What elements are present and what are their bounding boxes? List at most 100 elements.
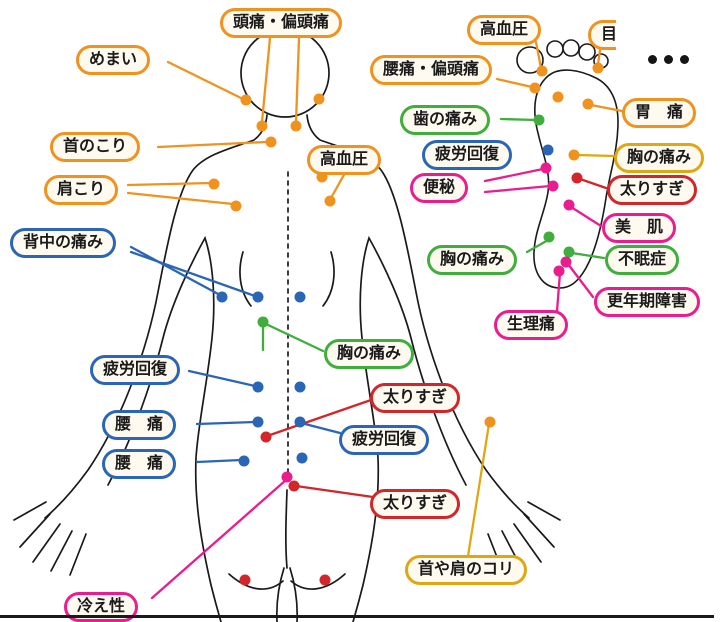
pressure-point-dot <box>281 471 293 483</box>
pressure-point-dot <box>208 178 220 190</box>
connector-line <box>589 103 624 113</box>
pressure-point-dot <box>324 195 336 207</box>
connector-line <box>329 171 347 200</box>
pressure-point-dot <box>230 200 242 212</box>
connectors-and-points <box>126 36 624 600</box>
connector-line <box>555 271 562 313</box>
connector-line <box>166 60 245 101</box>
connector-line <box>294 36 301 124</box>
menu-dot <box>663 55 673 64</box>
label-dizziness: めまい <box>76 45 151 75</box>
toe <box>546 40 564 58</box>
label-fatigue-recovery-left: 疲労回復 <box>90 355 181 385</box>
pressure-point-dot <box>582 98 594 110</box>
pressure-point-dot <box>571 172 583 184</box>
pressure-point-dot <box>529 82 541 94</box>
connector-line <box>126 191 235 206</box>
toe <box>562 39 580 57</box>
pressure-point-dot <box>568 149 580 161</box>
label-cold-sensitivity: 冷え性 <box>64 592 139 622</box>
pressure-point-dot <box>552 91 564 103</box>
connector-line <box>260 36 272 124</box>
connector-line <box>150 478 288 600</box>
label-toothache: 歯の痛み <box>400 105 491 135</box>
label-backpain-migraine-foot: 腰痛・偏頭痛 <box>370 55 493 85</box>
cleft-line <box>284 489 288 569</box>
pressure-point-dot <box>294 291 306 303</box>
label-high-blood-pressure-foot: 高血圧 <box>467 15 542 45</box>
pressure-point-dot <box>536 65 548 77</box>
label-menstrual-pain: 生理痛 <box>494 310 569 340</box>
connector-line <box>156 140 268 149</box>
pressure-point-dot <box>238 455 250 467</box>
pressure-point-dot <box>547 180 559 192</box>
connector-line <box>578 177 608 190</box>
label-high-blood-pressure-body: 高血圧 <box>307 145 382 175</box>
left-buttock-curve <box>228 573 284 590</box>
right-scapula-curve <box>322 251 335 307</box>
pressure-point-dot <box>257 316 269 328</box>
pressure-point-dot <box>288 480 300 492</box>
label-back-pain: 背中の痛み <box>10 228 117 258</box>
pressure-point-dot <box>592 62 604 74</box>
head-outline <box>240 28 330 118</box>
pressure-point-dot <box>256 120 268 132</box>
label-beautiful-skin: 美 肌 <box>602 213 677 243</box>
right-inner-leg <box>289 567 299 622</box>
label-neck-stiffness: 首のこり <box>50 132 141 162</box>
pressure-point-dot <box>563 199 575 211</box>
connector-line <box>569 205 603 228</box>
overflow-menu[interactable] <box>616 14 720 72</box>
connector-line <box>129 250 257 298</box>
pressure-point-dot <box>563 246 575 258</box>
connector-line <box>268 398 373 437</box>
connector-line <box>483 167 545 183</box>
left-inner-leg <box>275 567 285 622</box>
pressure-point-dot <box>560 256 572 268</box>
left-scapula-curve <box>239 251 252 307</box>
pressure-point-dot <box>553 265 565 277</box>
more-horizontal-icon <box>647 55 689 64</box>
connector-line <box>294 484 375 499</box>
right-buttock-curve <box>290 573 346 590</box>
label-chest-pain-right: 胸の痛み <box>614 143 705 173</box>
pressure-point-dot <box>543 231 555 243</box>
label-fatigue-recovery-foot: 疲労回復 <box>422 140 513 170</box>
left-hand <box>13 501 87 576</box>
pressure-point-dot <box>319 574 331 586</box>
connector-line <box>495 77 534 89</box>
pressure-point-dot <box>542 144 554 156</box>
pressure-point-dot <box>540 162 552 174</box>
label-chest-pain-center: 胸の痛み <box>324 339 415 369</box>
pressure-point-dot <box>252 416 264 428</box>
pressure-point-dot <box>313 93 325 105</box>
label-fatigue-recovery-center: 疲労回復 <box>339 425 430 455</box>
toe <box>578 43 596 61</box>
menu-dot <box>679 55 689 64</box>
pressure-point-dot <box>252 291 264 303</box>
label-overweight-foot: 太りすぎ <box>607 175 698 205</box>
menu-dot <box>647 55 657 64</box>
connector-line <box>499 117 538 122</box>
pressure-point-dot <box>294 381 306 393</box>
connector-line <box>126 181 213 187</box>
pressure-point-dot <box>294 416 306 428</box>
pressure-point-dot <box>484 416 496 428</box>
connector-line <box>264 322 325 353</box>
connector-line <box>576 153 616 158</box>
pressure-point-dot <box>240 94 252 106</box>
connector-line <box>534 40 543 70</box>
pressure-point-dot <box>216 291 228 303</box>
label-shoulder-stiffness: 肩こり <box>44 175 119 205</box>
label-constipation: 便秘 <box>410 173 469 203</box>
pressure-point-dot <box>296 452 308 464</box>
label-lower-back-pain-1: 腰 痛 <box>102 410 177 440</box>
connector-line <box>483 184 552 194</box>
label-neck-shoulder-stiffness: 首や肩のコリ <box>405 555 528 585</box>
connector-line <box>566 262 595 299</box>
pressure-point-dot <box>260 431 272 443</box>
pressure-point-dot <box>290 120 302 132</box>
connector-line <box>195 458 243 464</box>
